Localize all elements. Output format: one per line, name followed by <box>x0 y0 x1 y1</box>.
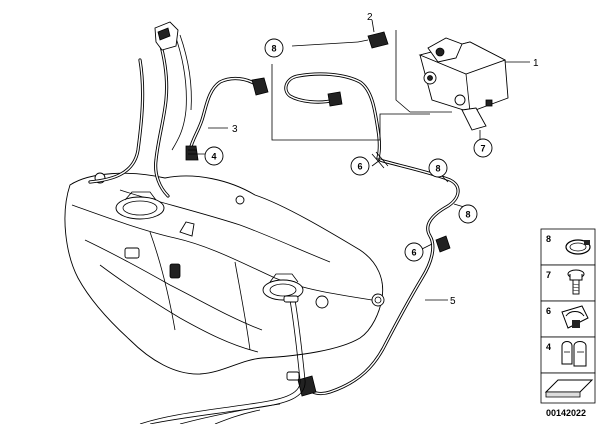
circled-ref-7: 7 <box>473 138 493 158</box>
pipe-clip-icon <box>561 305 589 329</box>
circled-ref-8-right: 8 <box>428 158 448 178</box>
svg-text:7: 7 <box>480 144 485 154</box>
filler-vent-line <box>88 21 192 198</box>
level-sender-flange <box>262 273 304 301</box>
double-clip-icon <box>561 341 587 367</box>
legend-panel: 8 7 6 <box>540 228 596 404</box>
circled-ref-8-low: 8 <box>458 204 478 224</box>
callout-5: 5 <box>450 296 456 307</box>
tank-fittings <box>94 172 385 309</box>
svg-text:8: 8 <box>435 164 440 174</box>
circled-ref-6-mid: 6 <box>350 156 370 176</box>
svg-text:8: 8 <box>271 44 276 54</box>
carbon-canister <box>418 37 509 131</box>
gasket-strip-icon <box>544 379 594 398</box>
svg-text:6: 6 <box>546 306 551 316</box>
callout-2: 2 <box>367 12 373 23</box>
callout-1: 1 <box>533 58 539 69</box>
fuel-tank <box>64 172 384 375</box>
svg-text:6: 6 <box>411 248 416 258</box>
legend-item-4: 4 <box>540 336 596 374</box>
svg-text:8: 8 <box>546 234 551 244</box>
bolt-icon <box>567 269 585 295</box>
svg-text:4: 4 <box>211 152 216 162</box>
svg-text:6: 6 <box>357 162 362 172</box>
vent-hose-3 <box>185 76 269 161</box>
callout-3: 3 <box>232 124 238 135</box>
legend-item-7: 7 <box>540 264 596 302</box>
svg-text:8: 8 <box>465 210 470 220</box>
circled-ref-4: 4 <box>204 146 224 166</box>
fuel-feed-lines <box>139 295 306 424</box>
legend-item-6: 6 <box>540 300 596 338</box>
hose-connector-2 <box>357 31 389 49</box>
fuel-pump-flange <box>115 191 165 220</box>
legend-item-gasket <box>540 372 596 404</box>
svg-text:4: 4 <box>546 342 551 352</box>
circled-ref-6-low: 6 <box>404 242 424 262</box>
canister-hose <box>284 72 382 160</box>
hose-clamp-icon <box>565 239 591 255</box>
diagram-part-number: 00142022 <box>546 408 586 418</box>
svg-text:7: 7 <box>546 270 551 280</box>
leader-lines <box>196 19 530 301</box>
circled-ref-8-top: 8 <box>264 38 284 58</box>
legend-item-8: 8 <box>540 228 596 266</box>
